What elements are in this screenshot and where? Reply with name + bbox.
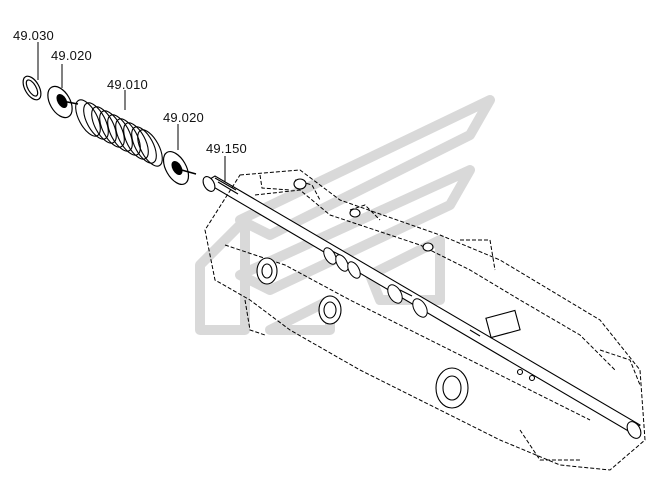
callout-label: 49.020 — [163, 110, 204, 125]
watermark-logo-icon — [195, 95, 495, 335]
callout-label: 49.020 — [51, 48, 92, 63]
housing-bosses — [256, 178, 536, 409]
shaft-collars — [323, 247, 428, 318]
washer-front — [47, 85, 79, 119]
callout-label: 49.150 — [206, 141, 247, 156]
retaining-ring — [22, 75, 42, 101]
callout-label: 49.010 — [107, 77, 148, 92]
washer-rear — [162, 151, 197, 185]
leader-lines — [37, 42, 226, 183]
transmission-housing — [204, 169, 646, 471]
coil-spring — [75, 99, 163, 167]
callout-label: 49.030 — [13, 28, 54, 43]
